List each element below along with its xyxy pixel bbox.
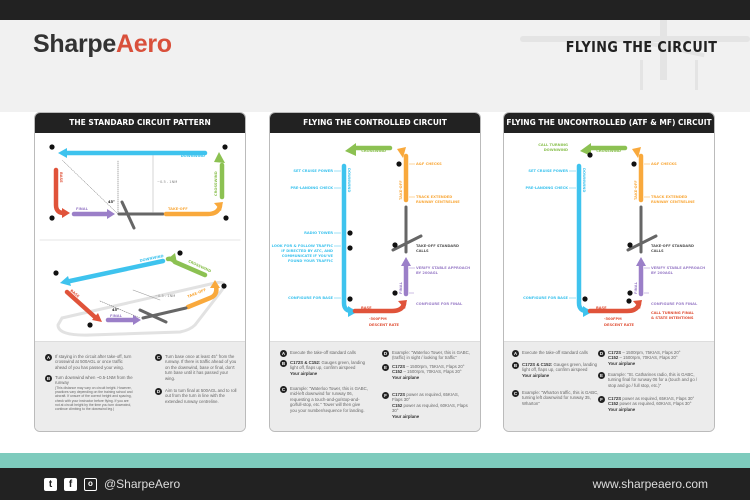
note-key: C152: [392, 369, 403, 375]
note-key: C152: [608, 355, 619, 361]
accent-strip: [0, 453, 750, 468]
note-text: – 1500rpm, 70KIAS, Flaps 20°: [402, 369, 462, 375]
note-text: Turn downwind when ~0.5-1NM from the run…: [55, 375, 133, 386]
note-badge: C: [280, 386, 287, 393]
note-key: C172S & C152:: [290, 360, 321, 365]
panel-uncontrolled-circuit: FLYING THE UNCONTROLLED (ATF & MF) CIRCU…: [503, 112, 715, 432]
header: SharpeAero FLYING THE CIRCUIT: [0, 20, 750, 112]
note-badge: A: [512, 350, 519, 357]
top-bar: [0, 0, 750, 20]
note-badge: C: [155, 354, 162, 361]
panel-title: FLYING THE UNCONTROLLED (ATF & MF) CIRCU…: [504, 113, 714, 133]
note-badge: A: [280, 350, 287, 357]
note-key: C172S: [392, 364, 406, 369]
note-badge: F: [598, 396, 605, 403]
note-sub: Your airplane: [290, 370, 318, 376]
website-link[interactable]: www.sharpeaero.com: [592, 477, 708, 491]
note-badge: D: [382, 350, 389, 357]
note-text: Aim to turn final at 500AGL and to roll …: [165, 388, 237, 404]
note-badge: F: [382, 392, 389, 399]
note-sub: Your airplane: [392, 413, 420, 419]
note-sub: Your airplane: [522, 372, 550, 378]
note-text: Example: "Waterloo Tower, this is GABC, …: [392, 350, 470, 361]
note-badge: A: [45, 354, 52, 361]
note-key: C172S: [608, 350, 622, 355]
page-title: FLYING THE CIRCUIT: [565, 38, 717, 56]
note-badge: E: [382, 364, 389, 371]
note-text: Example: "Waterloo Tower, this is GABC, …: [290, 386, 368, 413]
note-text: Execute the take-off standard calls: [522, 350, 588, 355]
note-badge: B: [280, 360, 287, 367]
instagram-icon[interactable]: o: [84, 478, 97, 491]
note-badge: D: [155, 388, 162, 395]
twitter-icon[interactable]: t: [44, 478, 57, 491]
note-badge: B: [512, 362, 519, 369]
logo-text-accent: Aero: [115, 30, 172, 58]
note-text: Execute the take-off standard calls: [290, 350, 356, 355]
note-key: C172S: [392, 392, 406, 397]
sharpeaero-logo: SharpeAero: [33, 30, 172, 59]
panel-title: THE STANDARD CIRCUIT PATTERN: [35, 113, 245, 133]
note-badge: D: [598, 350, 605, 357]
note-badge: E: [598, 372, 605, 379]
note-text: If staying in the circuit after take-off…: [55, 354, 132, 370]
note-text: power as required, 65KIAS, Flaps 30°: [621, 396, 695, 401]
note-text: Example: "Wharton traffic, this is GABC,…: [522, 390, 599, 406]
note-text: Turn base once at least 45° from the run…: [165, 354, 237, 381]
note-key: C152: [608, 401, 619, 407]
note-text: power as required, 65KIAS, Flaps 30°: [392, 392, 459, 403]
note-text: Gauges green, landing light off, flaps u…: [290, 360, 366, 371]
note-text: Gauges green, landing light off, flaps u…: [522, 362, 598, 373]
note-sub: Your airplane: [392, 374, 420, 380]
logo-text: Sharpe: [33, 30, 116, 58]
note-sub: Your airplane: [608, 406, 636, 412]
note-text: – 1500rpm, 75KIAS, Flaps 20°: [621, 350, 681, 355]
airplane-watermark-icon: [520, 20, 750, 90]
note-text: – 1500rpm, 75KIAS, Flaps 20°: [405, 364, 465, 369]
note-text: Example: "St. Catharines radio, this is …: [608, 372, 698, 388]
note-text: – 1500rpm, 70KIAS, Flaps 20°: [618, 355, 678, 361]
note-key: C172S: [608, 396, 622, 401]
note-small-text: (This distance may vary on circuit heigh…: [55, 385, 133, 412]
note-key: C152: [392, 402, 403, 408]
note-text: power as required, 60KIAS, Flaps 30°: [392, 402, 468, 414]
facebook-icon[interactable]: f: [64, 478, 77, 491]
social-handle[interactable]: @SharpeAero: [104, 477, 181, 491]
note-key: C172S & C152:: [522, 362, 553, 367]
note-sub: Your airplane: [608, 360, 636, 366]
note-badge: C: [512, 390, 519, 397]
panel-title: FLYING THE CONTROLLED CIRCUIT: [270, 113, 480, 133]
note-text: power as required, 60KIAS, Flaps 30°: [618, 401, 692, 407]
footer: t f o @SharpeAero www.sharpeaero.com: [0, 468, 750, 500]
note-badge: B: [45, 375, 52, 382]
